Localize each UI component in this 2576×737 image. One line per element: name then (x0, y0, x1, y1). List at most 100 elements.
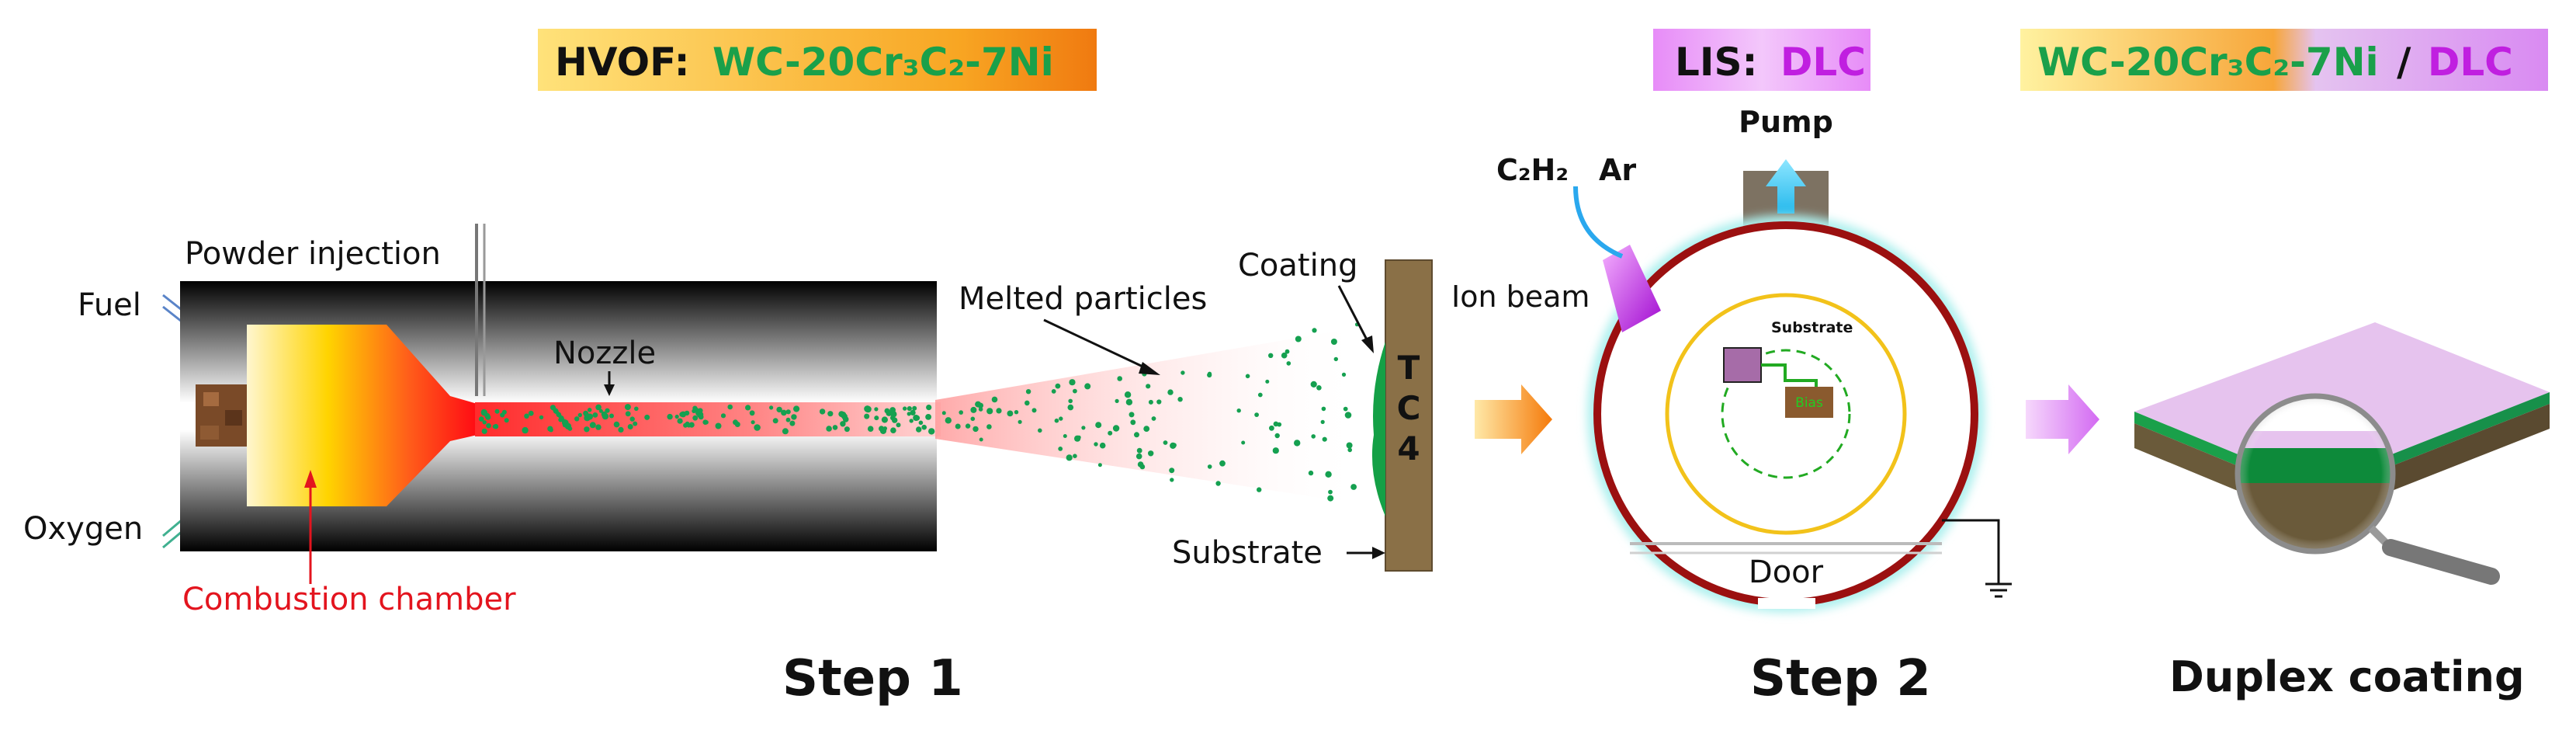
particle-dot (986, 424, 992, 429)
tc4-t: T (1398, 349, 1420, 387)
particle-dot (1135, 453, 1142, 460)
label-substrate-small: Substrate (1771, 319, 1853, 336)
particle-dot (986, 408, 993, 415)
particle-dot (733, 419, 738, 426)
particle-dot (1054, 418, 1059, 423)
label-powder-injection: Powder injection (185, 236, 441, 272)
particle-dot (1295, 335, 1302, 342)
particle-dot (485, 414, 491, 420)
particle-dot (1097, 463, 1102, 468)
particle-dot (745, 405, 751, 411)
particle-dot (874, 415, 879, 421)
particle-dot (618, 426, 624, 433)
particle-dot (909, 419, 914, 423)
lis-chamber: Door Bias Substrate (1573, 159, 2012, 613)
particle-dot (978, 407, 983, 412)
particle-dot (945, 417, 952, 424)
particle-dot (832, 425, 838, 430)
tc4-c: C (1397, 389, 1421, 427)
ground-wire (1942, 519, 2000, 584)
particle-dot (955, 423, 961, 429)
coating-layer (1371, 342, 1385, 516)
particle-dot (1308, 470, 1314, 476)
lis-prefix: LIS: (1675, 40, 1757, 85)
duplex-material-a: WC-20Cr₃C₂-7Ni (2037, 40, 2379, 85)
particle-dot (1068, 398, 1073, 404)
particle-dot (1254, 412, 1259, 417)
particle-dot (1099, 442, 1106, 449)
particle-dot (478, 416, 484, 422)
particle-dot (589, 422, 596, 429)
substrate-block (1385, 259, 1433, 572)
particle-dot (1257, 487, 1262, 492)
particle-dot (528, 410, 534, 416)
label-door: Door (1749, 554, 1824, 590)
particle-dot (1094, 442, 1098, 447)
hvof-gun (162, 224, 1366, 551)
particle-dot (864, 405, 871, 412)
label-bias: Bias (1795, 395, 1823, 411)
particle-dot (785, 409, 791, 415)
duplex-coating (2134, 322, 2550, 585)
spray-plume (935, 326, 1366, 505)
particle-dot (692, 408, 696, 414)
particle-dot (1081, 426, 1086, 430)
particle-dot (601, 411, 608, 418)
lis-material: DLC (1780, 40, 1866, 85)
particle-dot (1059, 416, 1063, 421)
particle-dot (1038, 428, 1042, 433)
particle-dot (720, 413, 726, 419)
particle-dot (480, 409, 488, 416)
particle-dot (613, 421, 620, 428)
particle-dot (1181, 370, 1185, 375)
label-c2h2: C₂H₂ (1496, 153, 1569, 187)
particle-dot (1069, 379, 1076, 386)
svg-text:WC-20Cr₃C₂-7Ni / D: WC-20Cr₃C₂-7Ni / DLC (2037, 40, 2513, 85)
particle-dot (1073, 388, 1077, 394)
particle-dot (896, 422, 901, 428)
particle-dot (1320, 419, 1325, 425)
particle-dot (1215, 481, 1221, 486)
particle-dot (688, 422, 695, 428)
particle-dot (793, 405, 800, 412)
magnifier-icon (2234, 393, 2396, 554)
particle-dot (789, 420, 796, 426)
particle-dot (1143, 426, 1150, 432)
particle-dot (595, 404, 602, 411)
particle-dot (874, 407, 879, 412)
particle-dot (587, 408, 592, 412)
label-nozzle: Nozzle (553, 335, 656, 371)
particle-dot (598, 408, 603, 413)
particle-dot (1257, 392, 1263, 398)
particle-dot (1084, 383, 1091, 390)
particle-dot (1281, 352, 1288, 359)
combustion-chamber (247, 325, 477, 506)
label-combustion-chamber: Combustion chamber (182, 582, 516, 617)
particle-dot (751, 420, 755, 425)
particle-dot (1328, 489, 1333, 495)
particle-dot (1322, 436, 1327, 442)
particle-dot (683, 422, 688, 428)
particle-dot (1316, 385, 1322, 391)
particle-dot (692, 415, 699, 421)
particle-dot (1272, 447, 1279, 454)
particle-dot (1207, 464, 1212, 469)
particle-dot (1312, 328, 1317, 333)
particle-dot (501, 409, 507, 415)
particle-dot (1330, 339, 1337, 345)
particle-dot (1343, 406, 1348, 412)
particle-dot (1167, 389, 1174, 395)
particle-dot (1066, 454, 1073, 461)
particle-dot (524, 413, 529, 419)
particle-dot (841, 413, 848, 420)
particle-dot (1074, 435, 1081, 442)
particle-dot (1325, 471, 1332, 478)
particle-dot (567, 426, 573, 431)
particle-dot (633, 421, 638, 426)
particle-dot (941, 411, 946, 415)
particle-dot (522, 426, 529, 434)
particle-dot (1025, 389, 1031, 395)
particle-dot (1134, 432, 1139, 438)
particle-dot (715, 422, 722, 429)
